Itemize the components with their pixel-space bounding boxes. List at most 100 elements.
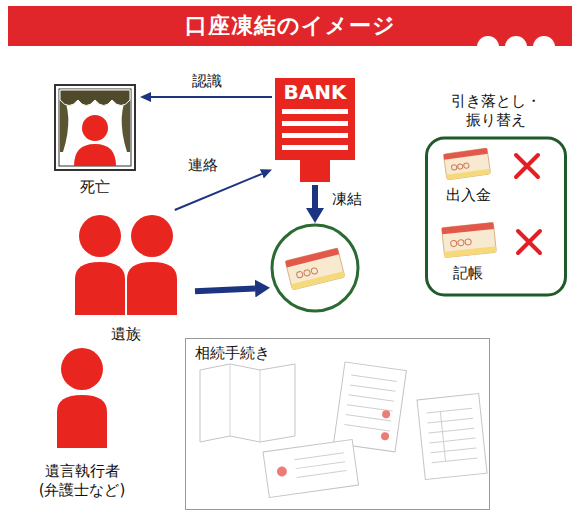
card-dot bbox=[450, 240, 457, 247]
card-dot bbox=[457, 164, 463, 170]
arrow-connector bbox=[312, 185, 318, 208]
node-label: BANK bbox=[272, 80, 358, 104]
card-dot bbox=[311, 267, 318, 274]
card-base bbox=[446, 169, 490, 180]
card-dot bbox=[451, 164, 457, 170]
folded-document bbox=[200, 364, 295, 442]
account-circle bbox=[272, 225, 358, 311]
form-row bbox=[429, 428, 475, 433]
card-dot bbox=[463, 163, 469, 169]
bank-stripe bbox=[282, 121, 348, 126]
card-body bbox=[443, 148, 490, 180]
text-line bbox=[347, 405, 393, 411]
document-fold bbox=[230, 364, 260, 442]
seal-dot bbox=[382, 410, 391, 419]
inheritance-box: 相続手続き bbox=[185, 338, 490, 510]
deceased-head bbox=[82, 115, 108, 141]
bank-building: BANK bbox=[272, 75, 358, 185]
executor-figure: 遺言執行者 (弁護士など) bbox=[15, 348, 155, 513]
card-body bbox=[285, 248, 345, 290]
sheet bbox=[417, 394, 487, 480]
restriction-panel-node: 引き落とし・ 振り替え出入金記帳 bbox=[425, 92, 567, 297]
card-base bbox=[291, 271, 345, 290]
card-dot bbox=[303, 269, 310, 276]
band-scallop bbox=[477, 36, 499, 58]
card-stripe bbox=[285, 248, 339, 267]
bankbook-card bbox=[443, 148, 490, 180]
person-body bbox=[127, 262, 177, 315]
form-row bbox=[426, 408, 472, 413]
node-label: 遺族 bbox=[81, 325, 171, 344]
text-line bbox=[296, 462, 346, 469]
curtain-drape bbox=[60, 90, 130, 152]
form-row bbox=[431, 448, 477, 453]
text-line bbox=[348, 395, 394, 401]
bank-stripe bbox=[282, 133, 348, 138]
form-row bbox=[432, 458, 478, 463]
text-line bbox=[350, 385, 396, 391]
node-art bbox=[185, 338, 490, 510]
certificate-sheet bbox=[334, 362, 407, 452]
form-row bbox=[427, 418, 473, 423]
frozen-account bbox=[270, 223, 360, 313]
bank-stem bbox=[300, 160, 330, 182]
arrow-connector bbox=[195, 288, 255, 291]
deposit-item: 出入金 bbox=[437, 146, 555, 212]
booklet bbox=[263, 439, 359, 497]
person-head bbox=[79, 215, 121, 257]
bank-stripe bbox=[282, 109, 348, 114]
node-label: 死亡 bbox=[50, 178, 140, 197]
form-sheet bbox=[417, 394, 487, 480]
deceased-portrait: 死亡 bbox=[50, 80, 140, 205]
node-label: 出入金 bbox=[437, 186, 499, 205]
passbook-item: 記帳 bbox=[437, 220, 555, 290]
person-body bbox=[75, 262, 125, 315]
text-line bbox=[351, 375, 397, 381]
band-scallop bbox=[533, 36, 555, 58]
text-line bbox=[344, 425, 390, 431]
bankbook-card bbox=[442, 222, 497, 257]
prohibited-cross bbox=[516, 155, 538, 177]
portrait-frame bbox=[55, 85, 135, 170]
curtain-valance bbox=[60, 90, 130, 106]
seal-dot bbox=[381, 432, 390, 441]
node-art bbox=[270, 223, 360, 313]
card-stripe bbox=[442, 222, 494, 234]
node-label: 遺言執行者 (弁護士など) bbox=[37, 462, 127, 500]
text-line bbox=[297, 471, 347, 478]
procedure-box bbox=[186, 339, 490, 510]
person-head bbox=[131, 215, 173, 257]
person-body bbox=[57, 395, 107, 448]
card-base bbox=[444, 246, 496, 257]
node-art bbox=[60, 210, 195, 345]
card-body bbox=[442, 222, 497, 257]
form-row bbox=[430, 438, 476, 443]
title-text: 口座凍結のイメージ bbox=[8, 6, 572, 46]
card-stripe bbox=[443, 148, 487, 160]
sheet bbox=[263, 439, 359, 497]
edge-label: 凍結 bbox=[330, 190, 364, 209]
node-label: 記帳 bbox=[437, 264, 499, 283]
family-figures: 遺族 bbox=[60, 210, 195, 347]
bankbook-card bbox=[285, 248, 345, 290]
person-head bbox=[61, 348, 103, 390]
sheet bbox=[334, 362, 407, 452]
edge-label: 連絡 bbox=[186, 156, 220, 175]
text-line bbox=[294, 453, 344, 460]
band-scallop bbox=[505, 36, 527, 58]
bank-stripe bbox=[282, 145, 348, 150]
deceased-body bbox=[74, 144, 116, 166]
node-label: 引き落とし・ 振り替え bbox=[446, 92, 546, 130]
card-dot bbox=[458, 239, 465, 246]
edge-label: 認識 bbox=[190, 72, 224, 91]
node-label: 相続手続き bbox=[195, 344, 325, 363]
prohibited-cross bbox=[518, 231, 540, 253]
card-dot bbox=[296, 271, 303, 278]
seal-dot bbox=[276, 466, 287, 477]
form-column bbox=[440, 412, 445, 462]
card-dot bbox=[465, 239, 472, 246]
arrow-connector bbox=[175, 174, 262, 210]
restriction-panel bbox=[427, 138, 566, 295]
portrait-inner-frame bbox=[59, 89, 131, 166]
